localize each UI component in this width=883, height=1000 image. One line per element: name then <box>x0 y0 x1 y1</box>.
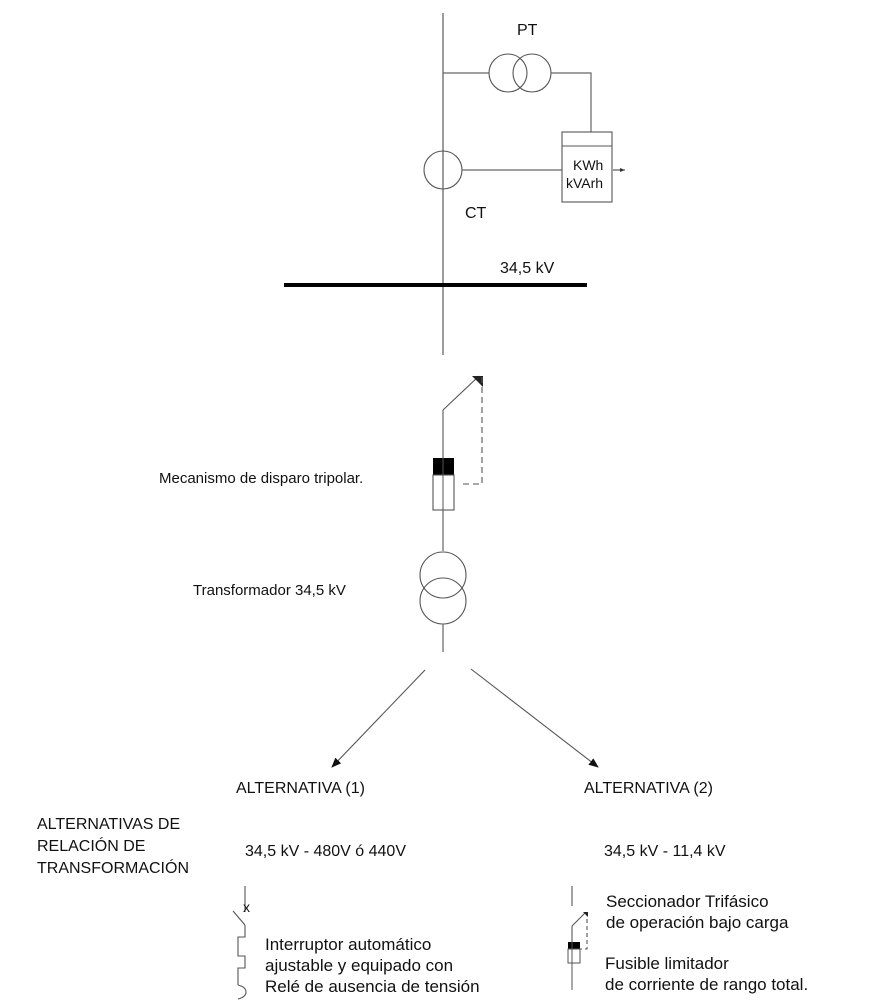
switch-latch-icon <box>583 912 588 917</box>
transformer-label: Transformador 34,5 kV <box>193 582 346 599</box>
power-transformer-icon <box>419 551 467 625</box>
breaker-description-line: Relé de ausencia de tensión <box>265 977 480 996</box>
breaker-description-line: Interruptor automático <box>265 935 432 954</box>
fuse-description-line: Fusible limitador <box>605 954 729 973</box>
trip-link-dashed <box>460 377 483 485</box>
arrow-to-alternative-1 <box>331 669 426 768</box>
alternative-2-ratio: 34,5 kV - 11,4 kV <box>604 843 726 860</box>
alternative-2-title: ALTERNATIVA (2) <box>584 780 713 797</box>
ct-label: CT <box>465 205 487 222</box>
breaker-description-line: ajustable y equipado con <box>265 956 454 975</box>
breaker-trip-mark: x <box>243 899 250 915</box>
section-label-line: ALTERNATIVAS DE <box>37 816 181 833</box>
meter-label-kvarh: kVArh <box>566 175 604 191</box>
pt-label: PT <box>517 22 538 39</box>
switch-description-line: Seccionador Trifásico <box>606 892 769 911</box>
fuse-icon <box>432 458 455 511</box>
circuit-breaker-icon <box>232 886 247 1000</box>
switch-blade <box>442 375 480 411</box>
section-label-line: TRANSFORMACIÓN <box>37 860 189 877</box>
arrow-to-alternative-2 <box>470 668 599 768</box>
bus-voltage-label: 34,5 kV <box>500 260 555 277</box>
pt-to-meter-line <box>551 72 592 132</box>
section-label-line: RELACIÓN DE <box>37 838 146 855</box>
switch-description-line: de operación bajo carga <box>606 913 789 932</box>
alternative-1-ratio: 34,5 kV - 480V ó 440V <box>245 843 406 860</box>
load-break-switch-icon <box>571 886 588 950</box>
meter-label-kwh: KWh <box>573 157 604 173</box>
switch-description: Seccionador Trifásico de operación bajo … <box>606 891 788 933</box>
energy-meter-icon <box>561 131 613 203</box>
pt-transformer-icon <box>488 53 552 93</box>
fuse-description-line: de corriente de rango total. <box>605 975 809 994</box>
section-label: ALTERNATIVAS DE RELACIÓN DE TRANSFORMACI… <box>37 814 189 880</box>
current-limiting-fuse-icon <box>567 942 581 990</box>
alternative-1-title: ALTERNATIVA (1) <box>236 780 365 797</box>
breaker-description: Interruptor automático ajustable y equip… <box>265 934 480 997</box>
fuse-description: Fusible limitador de corriente de rango … <box>605 953 808 995</box>
trip-mechanism-label: Mecanismo de disparo tripolar. <box>159 470 364 487</box>
trip-latch-icon <box>472 376 483 387</box>
